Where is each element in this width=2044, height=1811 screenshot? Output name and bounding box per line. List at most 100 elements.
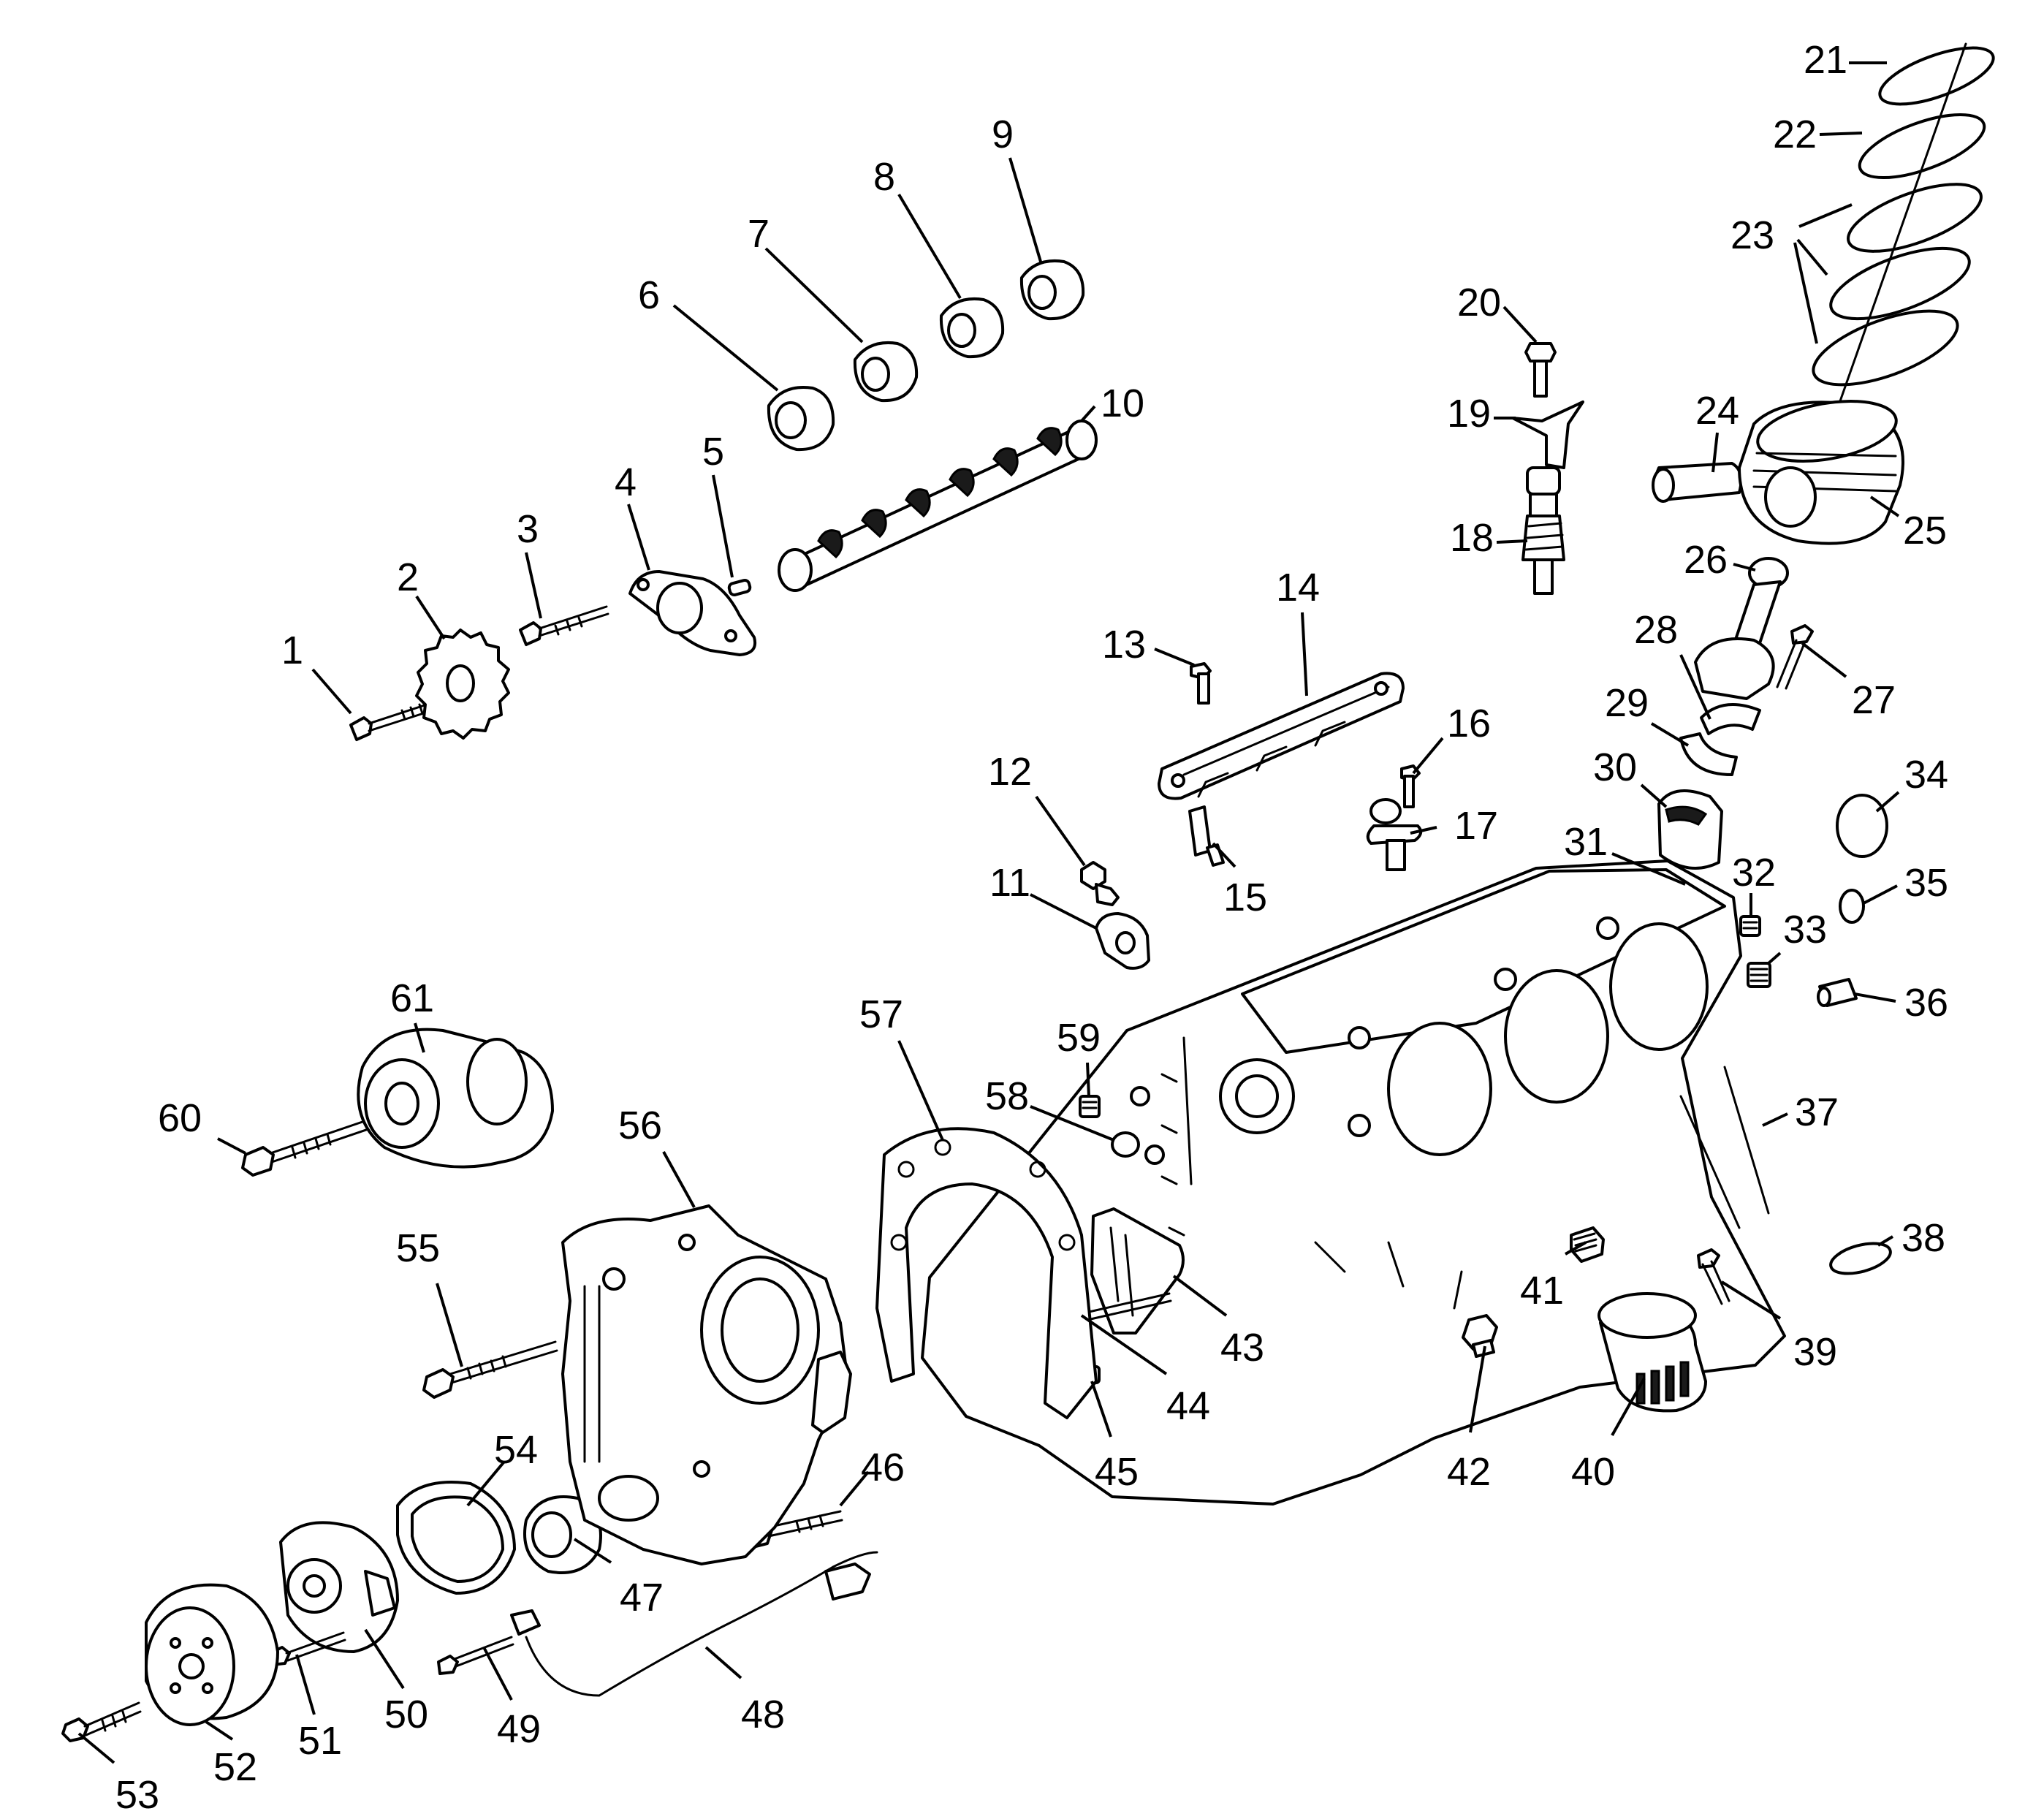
part-35-plug (1839, 889, 1865, 924)
callout-17: 17 (1454, 804, 1498, 848)
part-16-bolt (1400, 764, 1421, 808)
callout-60: 60 (158, 1096, 202, 1140)
leader-13 (1154, 648, 1195, 667)
leader-53 (77, 1732, 115, 1764)
callout-50: 50 (384, 1693, 428, 1736)
leader-14 (1301, 612, 1308, 696)
leader-52 (205, 1720, 234, 1741)
leader-3 (525, 552, 542, 619)
leader-40 (1611, 1378, 1646, 1436)
part-17-valve-lifter-guide (1366, 798, 1423, 871)
part-3-bolt (519, 605, 609, 646)
callout-13: 13 (1102, 623, 1146, 667)
callout-54: 54 (494, 1428, 538, 1472)
callout-39: 39 (1793, 1330, 1837, 1374)
part-27-rod-bolt (1776, 624, 1814, 690)
leader-31 (1611, 852, 1686, 886)
part-11-sensor (1095, 912, 1150, 970)
part-50-water-pump (279, 1521, 399, 1653)
leader-55 (436, 1283, 463, 1367)
leader-23a (1798, 203, 1853, 228)
leader-17 (1410, 826, 1437, 835)
callout-5: 5 (702, 430, 724, 474)
callout-52: 52 (213, 1745, 257, 1789)
leader-30 (1640, 783, 1668, 808)
callout-40: 40 (1571, 1450, 1615, 1494)
leader-27 (1801, 642, 1847, 678)
part-60-bolt (241, 1109, 398, 1177)
part-19-clamp (1511, 400, 1584, 469)
part-49-bolt (437, 1636, 514, 1675)
part-4-thrust-plate (628, 570, 756, 656)
callout-27: 27 (1852, 678, 1896, 722)
part-25-piston (1738, 400, 1904, 545)
leader-41 (1565, 1241, 1587, 1256)
callout-30: 30 (1593, 745, 1637, 789)
part-33-plug (1747, 962, 1771, 988)
callout-58: 58 (985, 1074, 1029, 1118)
leader-60 (217, 1137, 246, 1155)
leader-54 (466, 1460, 506, 1507)
leader-35 (1863, 884, 1898, 905)
part-7-cam-bearing (853, 341, 919, 403)
leader-42 (1469, 1345, 1486, 1433)
part-6-cam-bearing (767, 386, 835, 452)
leader-50 (364, 1628, 405, 1690)
part-61-idler-pulley (357, 1028, 554, 1169)
leader-44 (1080, 1314, 1168, 1375)
callout-8: 8 (873, 155, 895, 199)
callout-57: 57 (859, 992, 903, 1036)
callout-18: 18 (1450, 516, 1494, 560)
callout-55: 55 (396, 1226, 440, 1270)
part-40-oil-filter (1597, 1292, 1707, 1413)
callout-7: 7 (748, 212, 770, 256)
leader-25 (1869, 496, 1900, 517)
callout-47: 47 (620, 1576, 664, 1620)
part-10-camshaft (778, 419, 1098, 592)
callout-28: 28 (1634, 608, 1678, 652)
leader-2 (415, 595, 446, 640)
callout-46: 46 (861, 1446, 905, 1489)
part-56-engine-front-cover (561, 1204, 852, 1565)
part-36-dowel (1817, 978, 1858, 1007)
callout-29: 29 (1605, 681, 1649, 725)
part-57-front-cover-gasket (875, 1127, 1098, 1419)
callout-48: 48 (741, 1693, 785, 1736)
callout-9: 9 (992, 113, 1014, 156)
part-2-sprocket (415, 629, 510, 740)
leader-15 (1212, 842, 1236, 868)
leader-12 (1035, 795, 1086, 867)
leader-18 (1496, 539, 1528, 544)
part-15-stud (1188, 805, 1225, 867)
part-48-wiring-harness (510, 1551, 878, 1697)
leader-10 (1080, 405, 1096, 422)
leader-43 (1172, 1275, 1228, 1317)
leader-61 (414, 1022, 425, 1053)
callout-51: 51 (298, 1719, 342, 1763)
callout-15: 15 (1223, 876, 1267, 919)
leader-26 (1733, 563, 1756, 572)
callout-56: 56 (618, 1104, 662, 1147)
leader-24 (1711, 432, 1719, 473)
leader-7 (764, 247, 864, 343)
leader-46 (839, 1470, 870, 1507)
leader-51 (295, 1654, 316, 1715)
leader-4 (627, 504, 650, 571)
callout-14: 14 (1276, 566, 1320, 610)
callout-37: 37 (1795, 1090, 1839, 1134)
callout-2: 2 (397, 555, 419, 599)
callout-24: 24 (1695, 389, 1739, 433)
part-47-spacer (523, 1495, 602, 1574)
part-23-piston-ring-a (1847, 183, 1983, 253)
part-41-oil-filter-fitting (1570, 1226, 1605, 1263)
leader-37 (1762, 1112, 1788, 1127)
part-18-oil-pump-drive (1521, 466, 1565, 595)
leader-9 (1008, 157, 1042, 262)
leader-59 (1086, 1062, 1090, 1097)
leader-36 (1854, 992, 1896, 1003)
callout-6: 6 (638, 273, 660, 317)
part-30-rod-cap (1657, 789, 1723, 870)
leader-28 (1679, 654, 1711, 720)
part-28-rod-bearing (1700, 703, 1761, 735)
